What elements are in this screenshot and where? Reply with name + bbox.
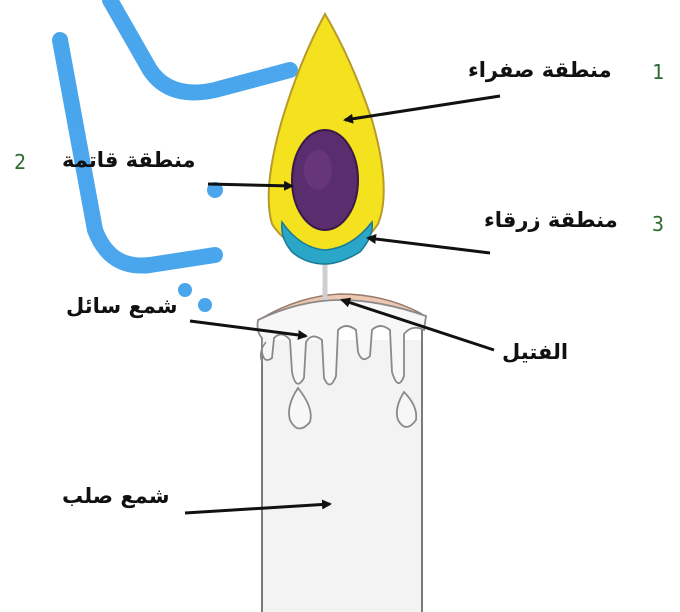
label-wick: الفتيل: [502, 340, 568, 364]
number-1: 1: [652, 60, 664, 84]
candle: [258, 294, 427, 612]
label-yellow-zone: منطقة صفراء: [468, 58, 612, 82]
label-blue-zone: منطقة زرقاء: [484, 208, 618, 232]
label-dark-zone: منطقة قاتمة: [62, 148, 196, 172]
arrow-blue-zone: [368, 238, 490, 253]
number-2: 2: [14, 150, 26, 174]
label-solid-wax: شمع صلب: [62, 484, 169, 508]
flame: [269, 14, 384, 264]
label-liquid-wax: شمع سائل: [66, 294, 178, 318]
arrow-dark-zone: [208, 184, 292, 186]
number-3: 3: [652, 212, 664, 236]
